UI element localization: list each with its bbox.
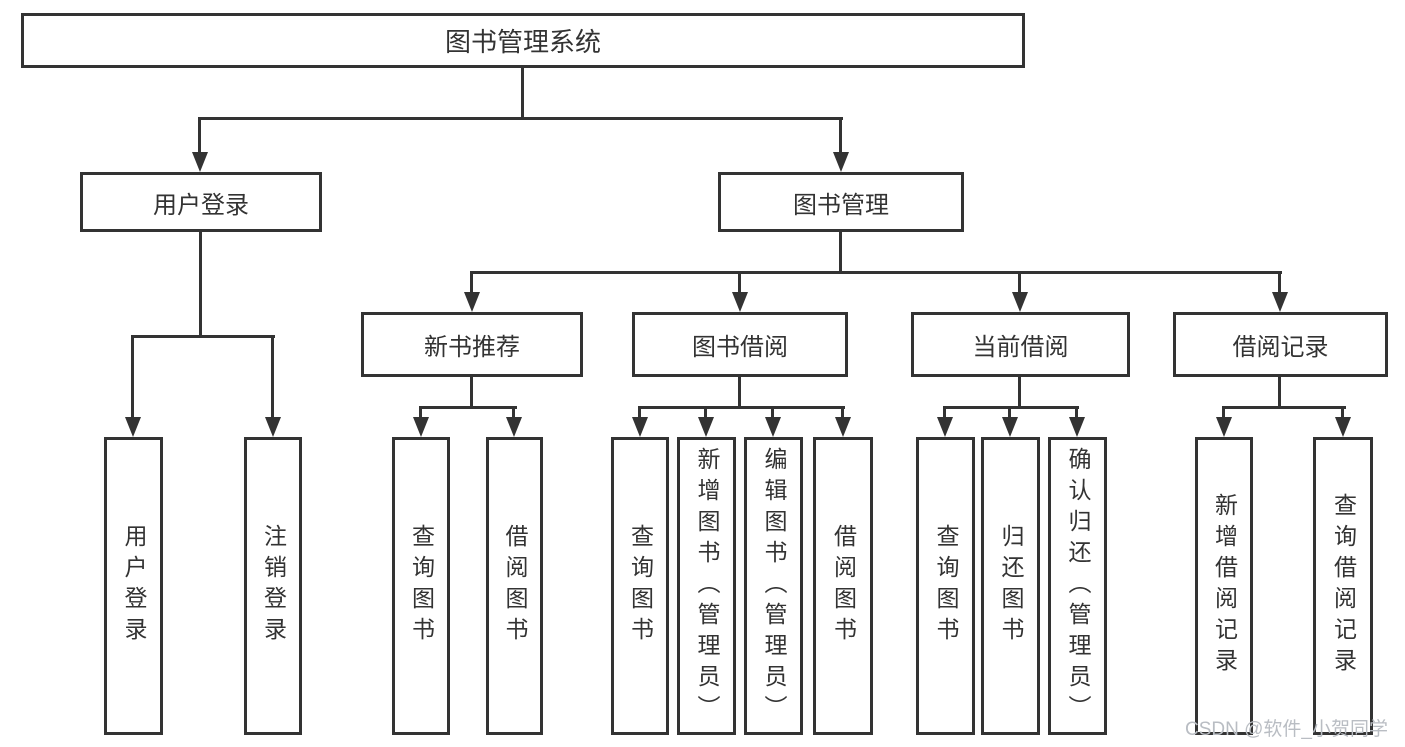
connector-line [470,271,1282,274]
node-label: 新增图书（管理员） [694,446,720,726]
leaf-user-login: 用户登录 [104,437,163,735]
connector-line [1278,271,1281,294]
leaf-add-borrow-record: 新增借阅记录 [1195,437,1253,735]
connector-line [131,335,275,338]
arrow-down-icon [125,417,141,437]
connector-line [1018,377,1021,409]
arrow-down-icon [1069,417,1085,437]
node-label: 当前借阅 [972,334,1069,361]
connector-line [470,377,473,409]
node-label: 归还图书 [998,524,1024,648]
node-new-book-recommend: 新书推荐 [361,312,583,377]
node-root-system: 图书管理系统 [21,13,1025,68]
connector-line [943,406,946,419]
arrow-down-icon [506,417,522,437]
leaf-borrow-books: 借阅图书 [486,437,543,735]
connector-line [199,232,202,338]
leaf-query-books: 查询图书 [916,437,975,735]
arrow-down-icon [698,417,714,437]
connector-line [1278,377,1281,409]
node-label: 图书借阅 [692,334,788,361]
connector-line [841,406,844,419]
connector-line [1341,406,1344,419]
connector-line [1075,406,1078,419]
csdn-watermark: CSDN @软件_小贺同学 [1185,719,1388,740]
arrow-down-icon [833,152,849,172]
connector-line [1222,406,1346,409]
leaf-query-books: 查询图书 [392,437,450,735]
connector-line [198,117,201,154]
connector-line [419,406,517,409]
node-user-login: 用户登录 [80,172,322,232]
leaf-query-books: 查询图书 [611,437,669,735]
node-book-management: 图书管理 [718,172,964,232]
node-borrow-records: 借阅记录 [1173,312,1388,377]
arrow-down-icon [1012,292,1028,312]
arrow-down-icon [1002,417,1018,437]
arrow-down-icon [835,417,851,437]
connector-line [943,406,1079,409]
node-label: 借阅图书 [502,524,528,648]
node-label: 查询图书 [933,524,959,648]
connector-line [1222,406,1225,419]
connector-line [738,271,741,294]
connector-line [512,406,515,419]
node-label: 查询借阅记录 [1330,493,1357,679]
connector-line [521,68,524,119]
arrow-down-icon [1272,292,1288,312]
connector-line [419,406,422,419]
leaf-confirm-return-admin: 确认归还（管理员） [1048,437,1107,735]
connector-line [638,406,641,419]
leaf-return-books: 归还图书 [981,437,1040,735]
connector-line [771,406,774,419]
node-label: 新书推荐 [424,334,520,361]
connector-line [638,406,845,409]
arrow-down-icon [192,152,208,172]
arrow-down-icon [413,417,429,437]
node-label: 用户登录 [121,524,147,648]
node-label: 编辑图书（管理员） [761,446,787,726]
arrow-down-icon [1335,417,1351,437]
arrow-down-icon [937,417,953,437]
arrow-down-icon [765,417,781,437]
node-label: 查询图书 [408,524,435,648]
node-book-borrow: 图书借阅 [632,312,848,377]
node-label: 查询图书 [627,524,654,648]
node-label: 借阅图书 [830,524,857,648]
arrow-down-icon [632,417,648,437]
connector-line [839,232,842,274]
connector-line [198,117,843,120]
leaf-logout: 注销登录 [244,437,302,735]
leaf-query-borrow-record: 查询借阅记录 [1313,437,1373,735]
node-label: 图书管理系统 [444,27,601,57]
connector-line [839,117,842,154]
arrow-down-icon [265,417,281,437]
connector-line [470,271,473,294]
connector-line [738,377,741,409]
node-label: 图书管理 [793,191,889,219]
leaf-edit-books-admin: 编辑图书（管理员） [744,437,803,735]
arrow-down-icon [464,292,480,312]
connector-line [1018,271,1021,294]
node-label: 确认归还（管理员） [1065,446,1091,726]
connector-line [131,335,134,419]
arrow-down-icon [732,292,748,312]
leaf-add-books-admin: 新增图书（管理员） [677,437,736,735]
node-label: 注销登录 [260,524,287,648]
arrow-down-icon [1216,417,1232,437]
node-label: 新增借阅记录 [1211,493,1238,679]
connector-line [271,335,274,419]
node-current-borrow: 当前借阅 [911,312,1130,377]
node-label: 借阅记录 [1232,334,1329,361]
node-label: 用户登录 [153,191,249,219]
connector-line [704,406,707,419]
leaf-borrow-books: 借阅图书 [813,437,873,735]
connector-line [1008,406,1011,419]
